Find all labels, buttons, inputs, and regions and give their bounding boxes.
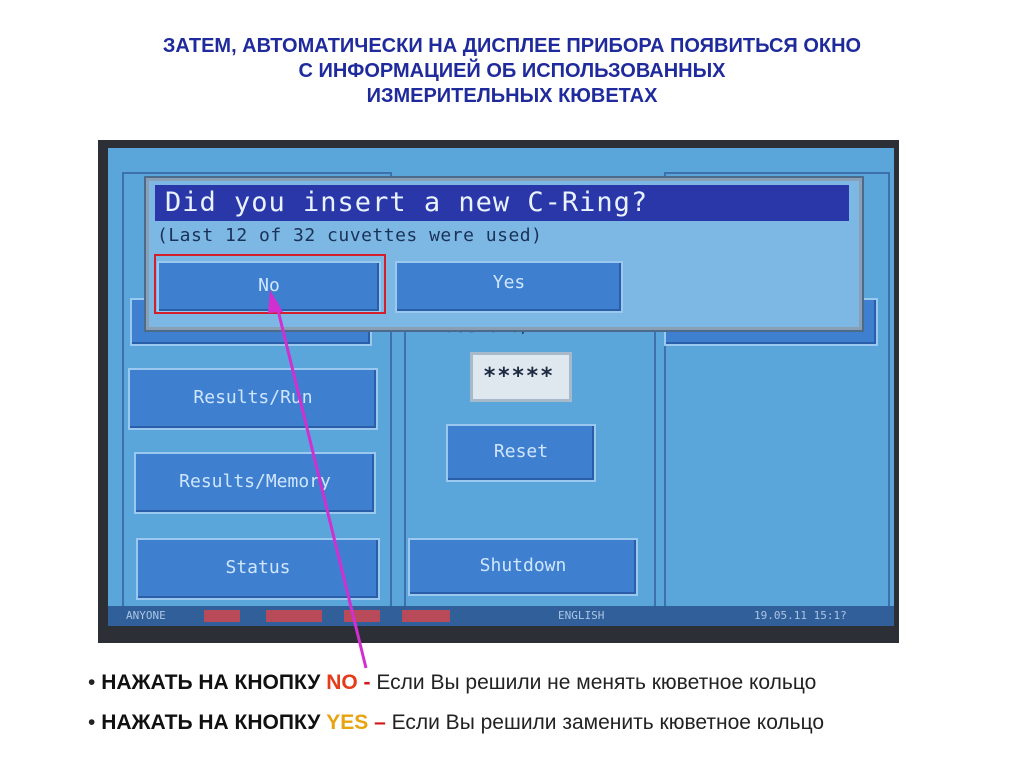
status-indicator-2 [266, 610, 322, 622]
instruction-yes-key: YES [326, 711, 369, 734]
instruction-yes-prefix: НАЖАТЬ НА КНОПКУ [101, 711, 327, 734]
results-memory-button[interactable]: Results/Memory [134, 452, 376, 514]
status-indicator-4 [402, 610, 450, 622]
status-bar: ANYONE ENGLISH 19.05.11 15:1? [108, 606, 894, 626]
heading-line-2: С ИНФОРМАЦИЕЙ ОБ ИСПОЛЬЗОВАННЫХ [298, 60, 726, 82]
device-screen-photo: Password/PIN ***** Reset Results/Run Res… [98, 140, 899, 643]
results-memory-label: Results/Memory [179, 471, 331, 492]
no-button-highlight [154, 254, 386, 314]
instruction-no-text: Если Вы решили не менять кюветное кольцо [376, 671, 817, 694]
instruction-yes-sep: – [368, 711, 392, 734]
reset-button[interactable]: Reset [446, 424, 596, 482]
status-datetime: 19.05.11 15:1? [754, 609, 847, 622]
instruction-no-sep: - [357, 671, 377, 694]
shutdown-label: Shutdown [479, 555, 567, 576]
instruction-yes-text: Если Вы решили заменить кюветное кольцо [391, 711, 825, 734]
yes-button[interactable]: Yes [395, 261, 623, 313]
instruction-no-prefix: НАЖАТЬ НА КНОПКУ [101, 671, 327, 694]
dialog-title: Did you insert a new C-Ring? [155, 185, 849, 221]
results-run-button[interactable]: Results/Run [128, 368, 378, 430]
instruction-yes: • НАЖАТЬ НА КНОПКУ YES – Если Вы решили … [88, 711, 825, 734]
results-run-label: Results/Run [193, 387, 313, 408]
status-label: Status [225, 557, 291, 578]
instructions-list: • НАЖАТЬ НА КНОПКУ NO - Если Вы решили н… [88, 668, 824, 748]
status-language: ENGLISH [558, 609, 605, 622]
yes-label: Yes [492, 272, 526, 293]
device-screen: Password/PIN ***** Reset Results/Run Res… [108, 148, 894, 626]
reset-label: Reset [493, 441, 549, 462]
status-user: ANYONE [126, 609, 166, 622]
heading-line-1: ЗАТЕМ, АВТОМАТИЧЕСКИ НА ДИСПЛЕЕ ПРИБОРА … [162, 35, 862, 57]
status-indicator-3 [344, 610, 380, 622]
page-heading: ЗАТЕМ, АВТОМАТИЧЕСКИ НА ДИСПЛЕЕ ПРИБОРА … [0, 34, 1024, 109]
instruction-no: • НАЖАТЬ НА КНОПКУ NO - Если Вы решили н… [88, 671, 817, 694]
status-button[interactable]: Status [136, 538, 380, 600]
shutdown-button[interactable]: Shutdown [408, 538, 638, 596]
status-indicator-1 [204, 610, 240, 622]
dialog-subtitle: (Last 12 of 32 cuvettes were used) [157, 225, 543, 246]
password-field[interactable]: ***** [470, 352, 572, 402]
instruction-no-key: NO [326, 671, 358, 694]
heading-line-3: ИЗМЕРИТЕЛЬНЫХ КЮВЕТАХ [366, 85, 658, 107]
password-value: ***** [483, 364, 555, 389]
